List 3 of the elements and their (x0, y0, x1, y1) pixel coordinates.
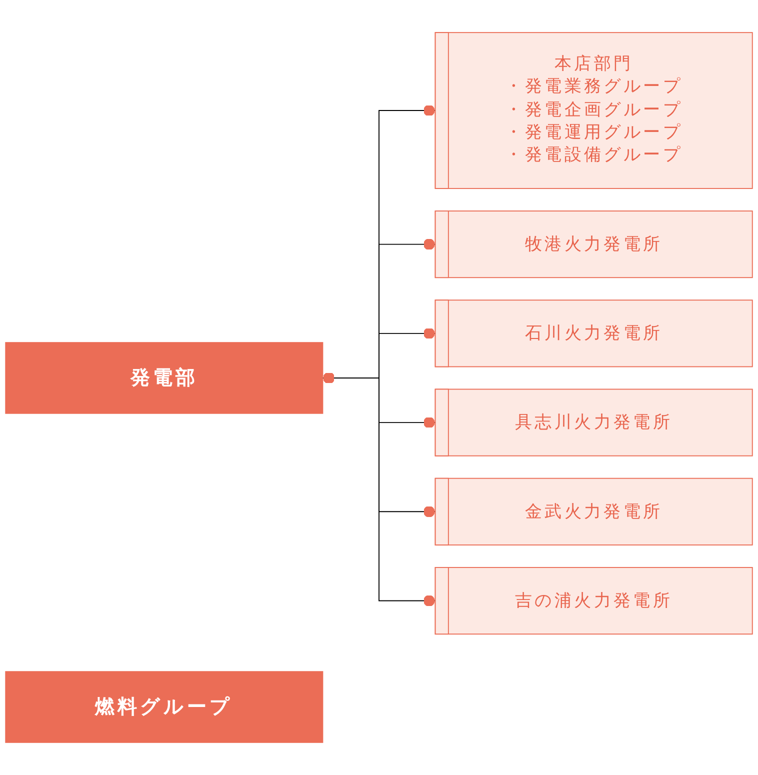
connector (322, 372, 436, 606)
node-box: 発電部 (5, 342, 324, 414)
node-box: 燃料グループ (5, 671, 324, 743)
